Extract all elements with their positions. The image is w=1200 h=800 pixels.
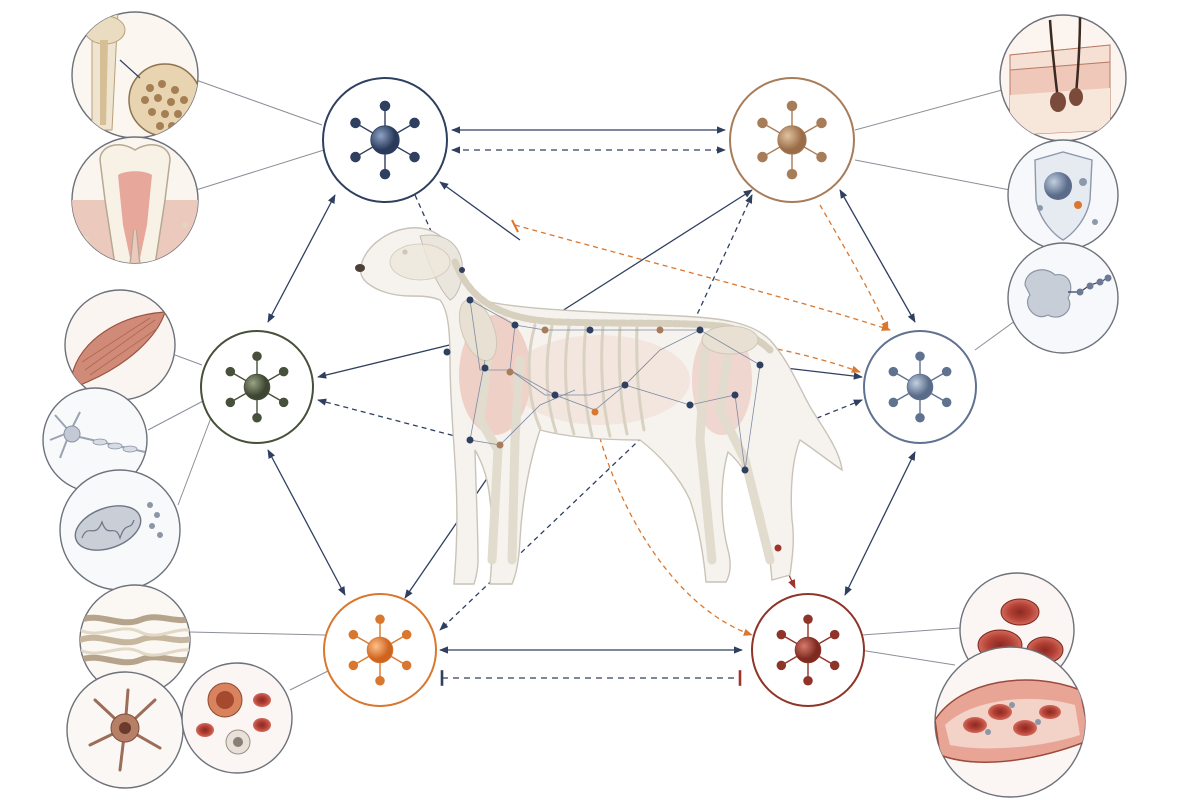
hub-olive-node (200, 330, 314, 444)
protein-icon (1024, 269, 1112, 318)
link-navy-olive (267, 194, 336, 323)
stellate-cell-icon (88, 688, 162, 772)
hubs-layer (200, 77, 977, 707)
bone-panel (71, 11, 199, 139)
dog-illustration (355, 227, 843, 585)
shield-icon (1034, 151, 1098, 241)
hub-red-core (794, 636, 822, 664)
skin-panel (999, 14, 1127, 142)
link-slate-red (844, 451, 916, 596)
hub-red-node (751, 593, 865, 707)
tissue-panels (42, 11, 1127, 798)
hub-tan-core (777, 125, 807, 155)
neuron-panel (42, 387, 148, 493)
collagen-icon (80, 614, 190, 666)
muscle-panel (64, 289, 176, 401)
stellate-panel (66, 671, 184, 789)
blood-vessel-icon (935, 679, 1085, 763)
hub-orange-core (366, 636, 394, 664)
hub-slate-core (906, 373, 934, 401)
hub-tan-node (729, 77, 855, 203)
blood-mixed-panel (181, 662, 293, 774)
link-tan-slate (839, 189, 916, 323)
mitochondrion-panel (59, 469, 181, 591)
vessel-panel (934, 646, 1086, 798)
hub-slate-node (863, 330, 977, 444)
hub-navy-core (370, 125, 400, 155)
mitochondrion-icon (74, 502, 163, 551)
hub-navy-node (322, 77, 448, 203)
blood-cells-icon (196, 682, 271, 755)
body-network-nodes (443, 267, 782, 552)
immune-panel (1007, 139, 1119, 251)
hub-links (267, 126, 916, 686)
hub-orange-node (323, 593, 437, 707)
protein-panel (1007, 242, 1119, 354)
neuron-icon (49, 411, 146, 459)
panel-connectors (147, 79, 1031, 691)
hub-olive-core (243, 373, 271, 401)
muscle-icon (71, 311, 166, 386)
link-olive-orange (267, 449, 346, 596)
skin-icon (1009, 15, 1111, 136)
tooth-panel (71, 136, 199, 264)
